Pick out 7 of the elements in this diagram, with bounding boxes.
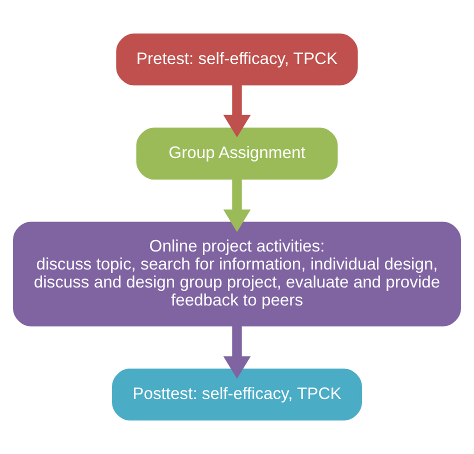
arrow bbox=[223, 325, 251, 379]
node-box: Online project activities: discuss topic, search for information, individual design, discuss and design group project, evaluate and provide feedback to peers bbox=[13, 222, 461, 326]
arrow bbox=[223, 178, 251, 232]
node-box: Posttest: self-efficacy, TPCK bbox=[112, 368, 362, 420]
arrow bbox=[223, 84, 251, 138]
node-box: Pretest: self-efficacy, TPCK bbox=[116, 34, 358, 86]
node-box: Group Assignment bbox=[136, 128, 338, 180]
